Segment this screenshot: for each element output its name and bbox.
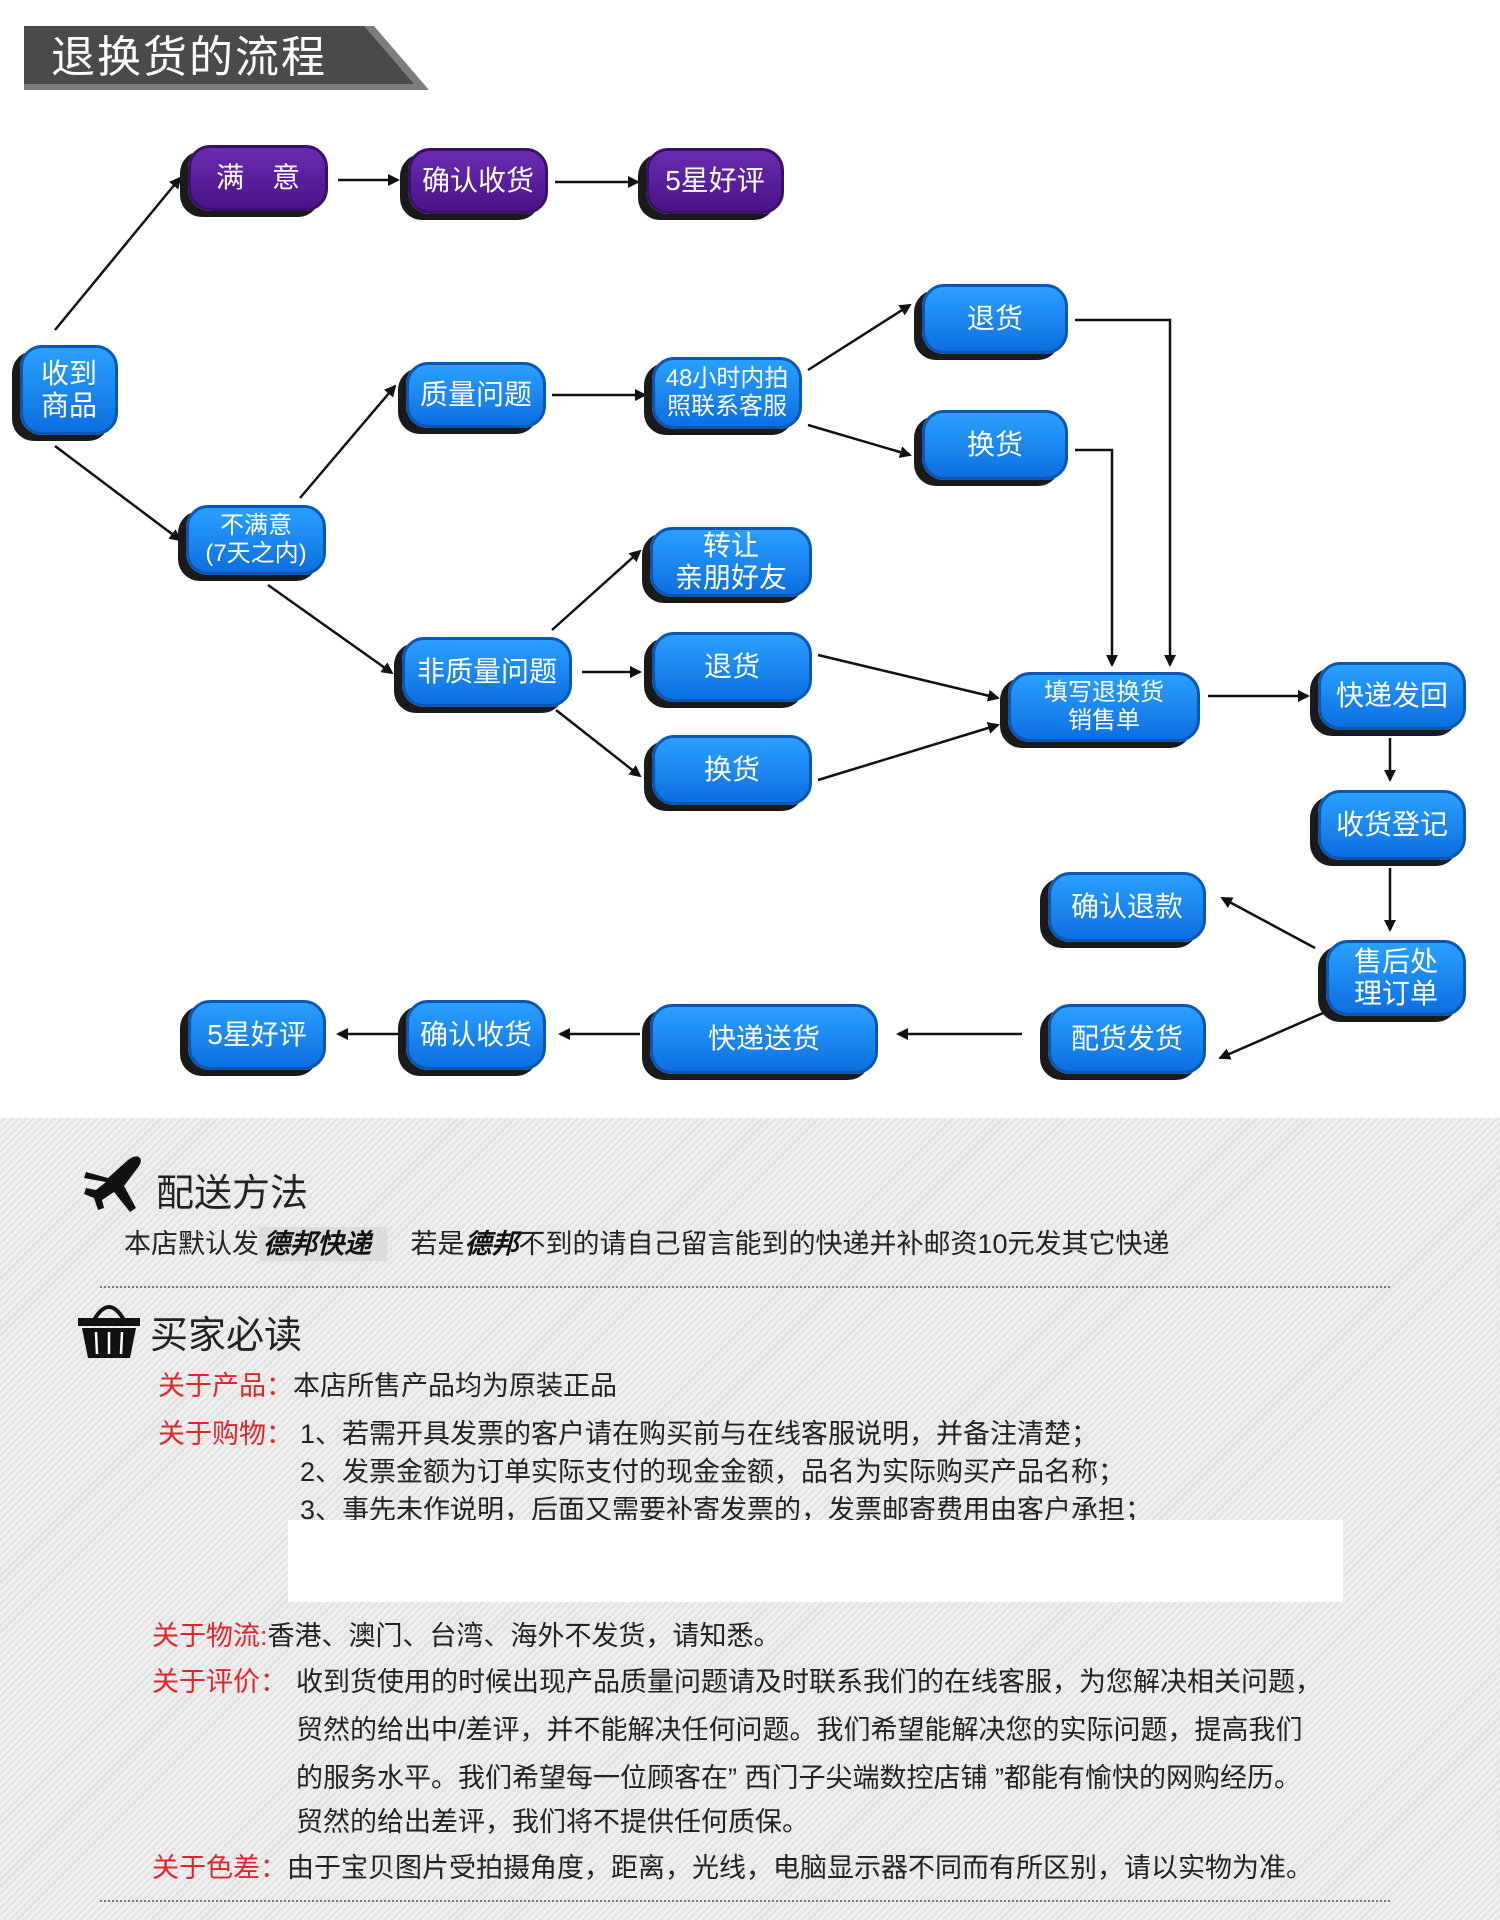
node-exchange-quality: 换货 xyxy=(922,410,1068,480)
review-line-3: 的服务水平。我们希望每一位顾客在” 西门子尖端数控店铺 ”都能有愉快的网购经历。 xyxy=(296,1763,1301,1793)
delivery-prefix: 本店默认发 xyxy=(124,1229,259,1259)
shopping-line-1: 1、若需开具发票的客户请在购买前与在线客服说明，并备注清楚； xyxy=(300,1419,1099,1449)
color-row: 关于色差：由于宝贝图片受拍摄角度，距离，光线，电脑显示器不同而有所区别，请以实物… xyxy=(152,1846,1313,1885)
delivery-note: 本店默认发德邦快递 若是德邦不到的请自己留言能到的快递并补邮资10元发其它快递 xyxy=(124,1222,1170,1261)
delivery-heading: 配送方法 xyxy=(156,1173,309,1215)
arrow-receive-unsatisfied xyxy=(54,445,182,542)
node-return-nonquality: 退货 xyxy=(652,632,812,702)
product-row: 关于产品：本店所售产品均为原装正品 xyxy=(158,1364,617,1403)
node-receipt-register: 收货登记 xyxy=(1318,790,1466,860)
node-fill-form: 填写退换货 销售单 xyxy=(1008,672,1200,742)
product-text: 本店所售产品均为原装正品 xyxy=(293,1371,617,1401)
shopping-line-2: 2、发票金额为订单实际支付的现金金额，品名为实际购买产品名称； xyxy=(300,1457,1126,1487)
node-photo-contact: 48小时内拍 照联系客服 xyxy=(652,357,802,429)
node-return-quality: 退货 xyxy=(922,284,1068,354)
arrow-unsat-quality xyxy=(299,384,397,499)
delivery-brand: 德邦快递 xyxy=(259,1227,387,1261)
delivery-mid: 若是 xyxy=(410,1229,465,1259)
arrow-exchange2-form xyxy=(817,722,1000,782)
arrow-exchange1-form xyxy=(1075,448,1118,667)
logistics-text: 香港、澳门、台湾、海外不发货，请知悉。 xyxy=(267,1621,781,1651)
node-five-star-top: 5星好评 xyxy=(646,148,784,214)
review-label: 关于评价： xyxy=(152,1667,287,1697)
node-courier-delivery: 快递送货 xyxy=(650,1004,878,1074)
info-section xyxy=(0,1118,1500,1920)
notice-heading: 买家必读 xyxy=(150,1315,303,1357)
node-confirm-refund: 确认退款 xyxy=(1048,872,1206,942)
airplane-icon xyxy=(84,1156,141,1212)
arrow-return2-form xyxy=(817,653,1000,702)
node-five-star-bottom: 5星好评 xyxy=(188,1000,326,1070)
delivery-brand2: 德邦 xyxy=(464,1229,519,1259)
review-line-1: 收到货使用的时候出现产品质量问题请及时联系我们的在线客服，为您解决相关问题， xyxy=(296,1667,1322,1697)
node-transfer-friends: 转让 亲朋好友 xyxy=(650,527,812,597)
product-label: 关于产品： xyxy=(158,1371,293,1401)
arrow-nonq-transfer xyxy=(551,549,642,631)
arrow-photo-return xyxy=(807,303,912,372)
basket-icon xyxy=(78,1305,140,1358)
arrow-nonq-exchange2 xyxy=(555,709,642,778)
delivery-suffix: 不到的请自己留言能到的快递并补邮资10元发其它快递 xyxy=(518,1229,1170,1259)
color-text: 由于宝贝图片受拍摄角度，距离，光线，电脑显示器不同而有所区别，请以实物为准。 xyxy=(287,1853,1313,1883)
color-label: 关于色差： xyxy=(152,1853,287,1883)
arrow-photo-exchange xyxy=(807,423,912,458)
logistics-row: 关于物流:香港、澳门、台湾、海外不发货，请知悉。 xyxy=(152,1614,781,1653)
arrow-process-dispatch xyxy=(1218,1011,1324,1060)
review-line-2: 贸然的给出中/差评，并不能解决任何问题。我们希望能解决您的实际问题，提高我们 xyxy=(296,1715,1303,1745)
arrow-return1-form xyxy=(1075,318,1176,667)
node-dispatch: 配货发货 xyxy=(1048,1004,1206,1074)
node-non-quality-issue: 非质量问题 xyxy=(402,637,572,707)
node-satisfied: 满 意 xyxy=(188,145,328,211)
blank-area xyxy=(288,1520,1343,1602)
node-ship-back: 快递发回 xyxy=(1318,662,1466,730)
divider-dotted-2 xyxy=(100,1900,1390,1902)
flow-arrows xyxy=(54,174,1396,1060)
page-title: 退换货的流程 xyxy=(51,33,327,82)
divider-dotted-1 xyxy=(100,1286,1390,1288)
node-exchange-nonquality: 换货 xyxy=(652,735,812,805)
node-confirm-receipt-top: 确认收货 xyxy=(408,148,548,214)
logistics-label: 关于物流: xyxy=(152,1621,268,1651)
title-banner xyxy=(24,26,429,90)
node-unsatisfied: 不满意 (7天之内) xyxy=(186,505,326,575)
node-confirm-receipt-bottom: 确认收货 xyxy=(406,1000,546,1070)
review-line-4: 贸然的给出差评，我们将不提供任何质保。 xyxy=(296,1807,809,1837)
node-quality-issue: 质量问题 xyxy=(406,362,546,428)
arrow-unsat-nonquality xyxy=(267,583,394,675)
arrow-process-refund xyxy=(1220,896,1316,950)
shopping-label: 关于购物： xyxy=(158,1419,293,1449)
node-process-order: 售后处 理订单 xyxy=(1326,940,1466,1016)
node-receive-goods: 收到 商品 xyxy=(20,345,118,435)
arrow-receive-satisfied xyxy=(54,176,182,331)
